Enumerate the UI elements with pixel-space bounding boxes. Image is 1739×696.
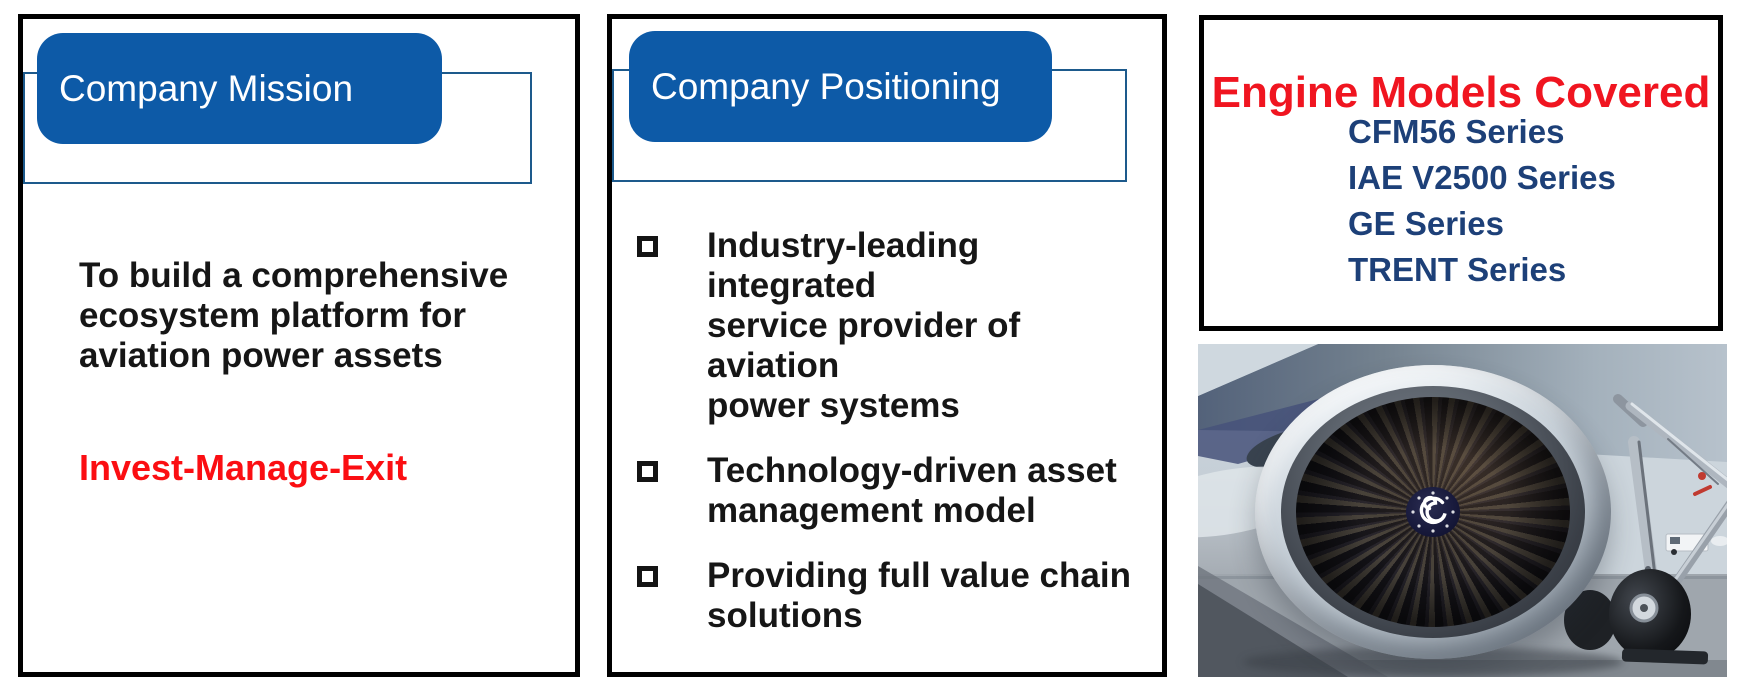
engine-models-panel: Engine Models Covered CFM56 Series IAE V… <box>1199 15 1723 331</box>
positioning-header-chip: Company Positioning <box>629 31 1052 142</box>
bullet-text: Technology-driven asset management model <box>707 451 1117 530</box>
mission-header-label: Company Mission <box>59 67 354 109</box>
engine-model-list: CFM56 Series IAE V2500 Series GE Series … <box>1348 109 1616 293</box>
mission-panel: Company Mission To build a comprehensive… <box>18 14 580 677</box>
mission-highlight-text: Invest-Manage-Exit <box>79 447 408 488</box>
bullet-text: Industry-leading integrated service prov… <box>707 226 1021 425</box>
landing-gear-wheels <box>1564 569 1709 665</box>
square-bullet-icon <box>637 461 658 482</box>
list-item: Industry-leading integrated service prov… <box>637 226 1142 426</box>
positioning-bullet-list: Industry-leading integrated service prov… <box>637 226 1142 661</box>
square-bullet-icon <box>637 566 658 587</box>
jet-engine-photo <box>1198 344 1727 677</box>
list-item: Technology-driven asset management model <box>637 451 1142 531</box>
bullet-text: Providing full value chain solutions <box>707 556 1131 635</box>
list-item: CFM56 Series <box>1348 113 1565 150</box>
engine-swirl-icon <box>1406 487 1460 537</box>
mission-header-chip: Company Mission <box>37 33 442 144</box>
square-bullet-icon <box>637 236 658 257</box>
positioning-header-label: Company Positioning <box>651 65 1001 107</box>
mission-body-text: To build a comprehensive ecosystem platf… <box>79 256 509 375</box>
positioning-panel: Company Positioning Industry-leading int… <box>607 14 1167 677</box>
list-item: IAE V2500 Series <box>1348 159 1616 196</box>
engine-ground-shadow <box>1243 647 1623 677</box>
sky-wedge <box>1198 344 1318 396</box>
list-item: TRENT Series <box>1348 251 1567 288</box>
list-item: Providing full value chain solutions <box>637 556 1142 636</box>
list-item: GE Series <box>1348 205 1504 242</box>
engine-spinner-hub <box>1406 487 1460 537</box>
engine-models-title: Engine Models Covered <box>1211 68 1711 117</box>
